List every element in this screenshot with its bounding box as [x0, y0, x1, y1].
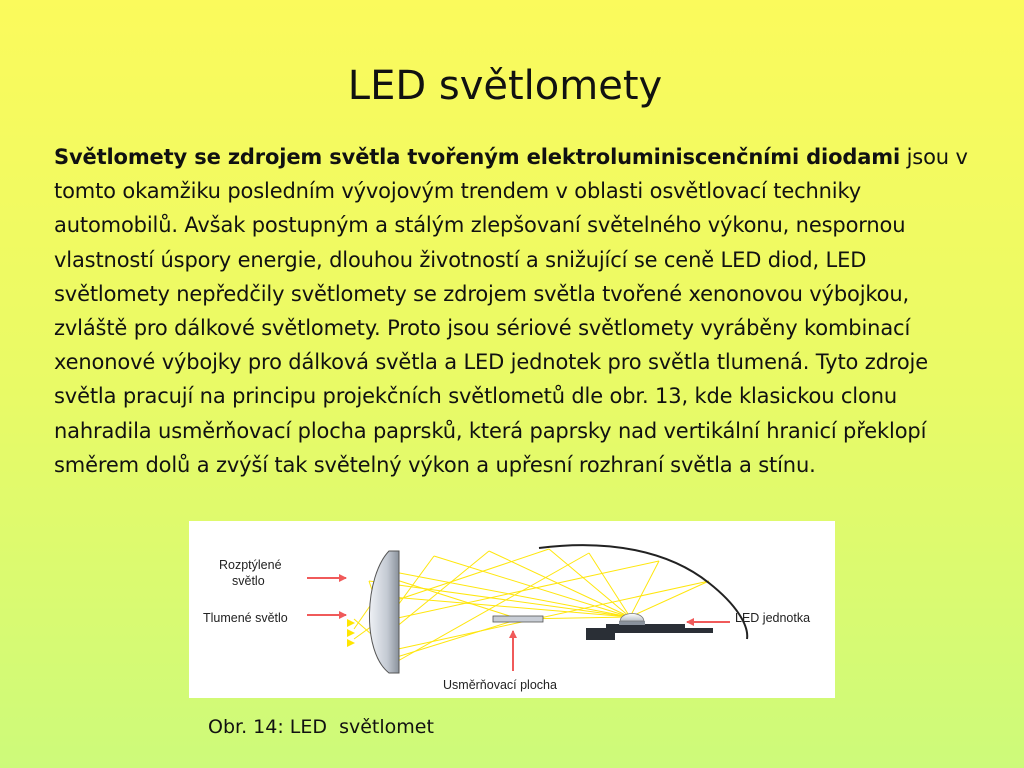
- lens: [369, 550, 400, 674]
- led-base: [586, 624, 713, 640]
- body-paragraph-bold-lead: Světlomety se zdrojem světla tvořeným el…: [54, 145, 901, 169]
- label-scattered-light-line2: světlo: [232, 574, 265, 588]
- arrows: [307, 574, 730, 671]
- dimmed-beam-arrowheads: [347, 619, 355, 647]
- body-paragraph: Světlomety se zdrojem světla tvořeným el…: [54, 140, 974, 482]
- led-headlamp-diagram: Rozptýlené světlo Tlumené světlo LED jed…: [203, 544, 810, 692]
- label-scattered-light-line1: Rozptýlené: [219, 558, 282, 572]
- slide-title: LED světlomety: [347, 63, 663, 109]
- led-dome: [619, 613, 645, 622]
- deflector-plate: [492, 615, 544, 623]
- led-headlamp-figure: Rozptýlené světlo Tlumené světlo LED jed…: [189, 521, 835, 698]
- reflector-arc: [538, 544, 749, 640]
- label-deflector: Usměrňovací plocha: [443, 678, 557, 692]
- led-chip: [619, 621, 645, 625]
- body-paragraph-rest: jsou v tomto okamžiku posledním vývojový…: [54, 145, 968, 477]
- light-rays: [353, 548, 710, 667]
- label-led-unit: LED jednotka: [735, 611, 810, 625]
- label-dimmed-light: Tlumené světlo: [203, 611, 288, 625]
- figure-caption: Obr. 14: LED světlomet: [208, 716, 434, 738]
